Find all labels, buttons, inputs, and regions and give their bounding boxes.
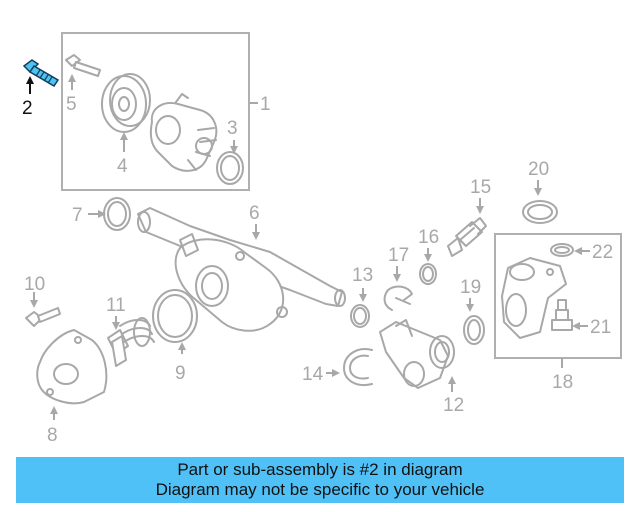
callout-18[interactable]: 18 xyxy=(552,372,573,393)
callout-21[interactable]: 21 xyxy=(590,317,611,338)
callout-11[interactable]: 11 xyxy=(106,295,126,316)
part-6-coolant-pipe xyxy=(137,207,346,332)
callout-2[interactable]: 2 xyxy=(22,98,33,119)
arrow-20 xyxy=(534,188,542,196)
arrow-2 xyxy=(26,76,34,84)
arrow-13 xyxy=(359,294,367,302)
arrow-15 xyxy=(476,206,484,214)
callout-7[interactable]: 7 xyxy=(72,205,83,226)
callout-3[interactable]: 3 xyxy=(227,118,238,139)
callout-4[interactable]: 4 xyxy=(117,156,128,177)
arrow-6 xyxy=(252,232,260,240)
part-2-bolt[interactable] xyxy=(22,59,60,88)
callout-19[interactable]: 19 xyxy=(460,277,481,298)
part-12-flange xyxy=(379,319,455,389)
arrow-21 xyxy=(572,322,580,330)
outlet-housing xyxy=(501,257,567,339)
callout-1[interactable]: 1 xyxy=(260,94,271,115)
callout-9[interactable]: 9 xyxy=(175,363,186,384)
callout-20[interactable]: 20 xyxy=(528,159,549,180)
part-20-gasket xyxy=(522,200,558,224)
arrow-16 xyxy=(424,254,432,262)
arrow-10 xyxy=(30,300,38,308)
arrow-12 xyxy=(448,376,456,384)
part-22-oring xyxy=(550,243,574,257)
part-9-seal xyxy=(152,289,198,343)
parts-diagram: 1 2 5 4 3 xyxy=(22,32,622,446)
part-5-bolt xyxy=(65,54,101,77)
part-15-sensor xyxy=(447,217,487,257)
callout-15[interactable]: 15 xyxy=(470,177,491,198)
callout-13[interactable]: 13 xyxy=(352,265,373,286)
banner-line-1: Part or sub-assembly is #2 in diagram xyxy=(177,460,463,479)
info-banner: Part or sub-assembly is #2 in diagram Di… xyxy=(16,457,624,503)
arrow-7 xyxy=(98,210,106,218)
callout-16[interactable]: 16 xyxy=(418,227,439,248)
group-frame-18 xyxy=(494,233,622,359)
callout-10[interactable]: 10 xyxy=(24,274,45,295)
part-7-oring xyxy=(103,197,131,231)
arrow-8 xyxy=(50,406,58,414)
arrow-14 xyxy=(332,369,340,377)
part-10-bolt xyxy=(25,307,61,327)
callout-5[interactable]: 5 xyxy=(66,94,77,115)
part-19-oring xyxy=(463,315,485,345)
arrow-22 xyxy=(574,247,582,255)
part-11-thermostat xyxy=(107,317,155,367)
arrow-4 xyxy=(120,132,128,140)
part-4-pulley xyxy=(101,73,151,133)
part-16-oring xyxy=(419,263,437,285)
callout-14[interactable]: 14 xyxy=(302,364,324,385)
arrow-5 xyxy=(68,74,76,82)
part-17-clip xyxy=(383,285,413,311)
callout-12[interactable]: 12 xyxy=(443,395,464,416)
arrow-11 xyxy=(112,322,120,330)
water-pump xyxy=(149,93,218,172)
group-frame-1 xyxy=(61,32,250,191)
callout-8[interactable]: 8 xyxy=(47,425,58,446)
arrow-9 xyxy=(178,342,186,350)
callout-17[interactable]: 17 xyxy=(388,245,409,266)
part-14-clip xyxy=(343,348,373,386)
part-21-bolt xyxy=(551,299,573,331)
arrow-17 xyxy=(393,274,401,282)
part-13-oring xyxy=(350,304,370,328)
arrow-19 xyxy=(466,304,474,312)
callout-6[interactable]: 6 xyxy=(249,203,260,224)
callout-22[interactable]: 22 xyxy=(592,242,613,263)
arrow-3 xyxy=(230,146,238,154)
part-8-cover xyxy=(36,329,108,405)
banner-line-2: Diagram may not be specific to your vehi… xyxy=(155,480,485,499)
part-3-gasket xyxy=(216,151,244,185)
